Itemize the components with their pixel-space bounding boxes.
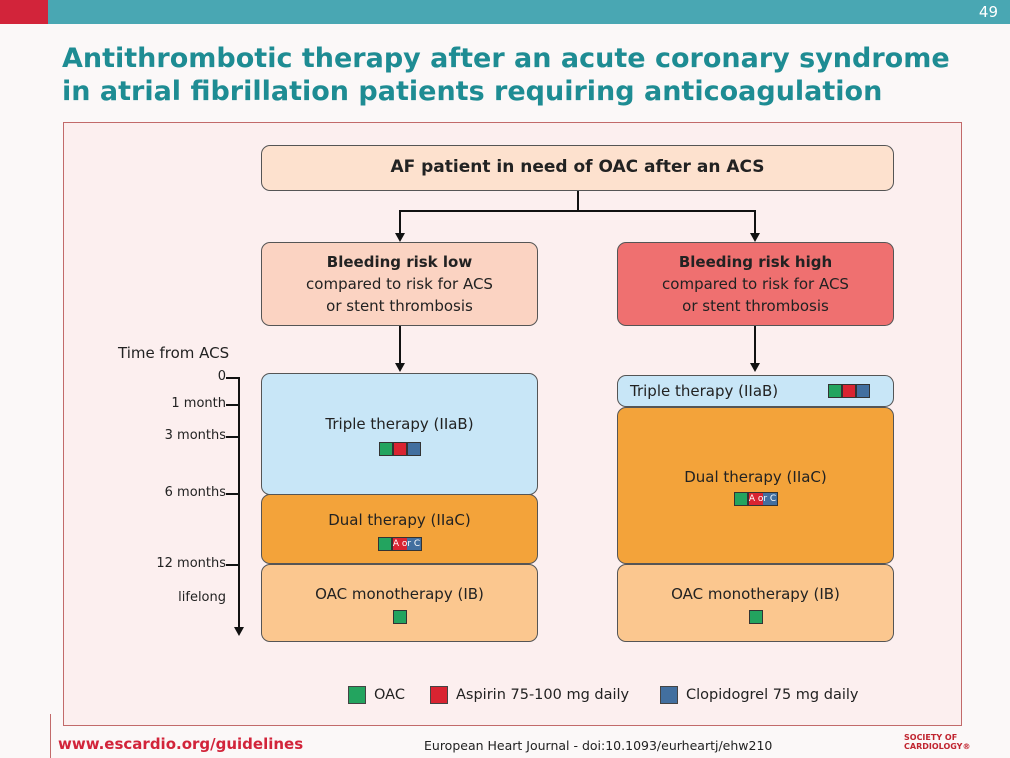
oac-square [378, 442, 393, 456]
connector [754, 326, 756, 364]
connector [754, 210, 756, 234]
left-triple-therapy-box: Triple therapy (IIaB) [261, 373, 538, 495]
title-line-1: Antithrombotic therapy after an acute co… [62, 43, 950, 74]
tick-1-month [226, 404, 238, 406]
oac-square [377, 537, 392, 551]
risk-high-title: Bleeding risk high [678, 253, 833, 271]
arrow-head [750, 363, 760, 372]
clopidogrel-square [856, 384, 870, 398]
tick-label-3-months: 3 months [164, 428, 226, 443]
aspirin-square [392, 442, 407, 456]
logo-line-1: SOCIETY OF [904, 733, 958, 742]
left-oac-monotherapy-label: OAC monotherapy (IB) [315, 585, 484, 603]
arrow-head [395, 233, 405, 242]
aspirin-or-clopidogrel-square: A or C [391, 537, 422, 551]
connector [399, 210, 756, 212]
tick-label-lifelong: lifelong [178, 590, 226, 605]
top-bar-accent [0, 0, 48, 24]
right-triple-therapy-label: Triple therapy (IIaB) [630, 382, 779, 400]
connector [399, 326, 401, 364]
left-oac-monotherapy-box: OAC monotherapy (IB) [261, 564, 538, 642]
right-triple-therapy-drugs [828, 384, 870, 398]
right-dual-therapy-box: Dual therapy (IIaC) A or C [617, 407, 894, 564]
clopidogrel-swatch [660, 686, 678, 704]
title-line-2: in atrial fibrillation patients requirin… [62, 76, 883, 107]
time-axis-title: Time from ACS [118, 344, 230, 362]
connector [399, 210, 401, 234]
arrow-head [750, 233, 760, 242]
right-oac-monotherapy-box: OAC monotherapy (IB) [617, 564, 894, 642]
legend-aspirin: Aspirin 75-100 mg daily [430, 686, 629, 704]
slide-title: Antithrombotic therapy after an acute co… [62, 42, 992, 108]
oac-square [748, 610, 763, 624]
top-box: AF patient in need of OAC after an ACS [261, 145, 894, 191]
oac-square [828, 384, 842, 398]
time-axis-arrow [234, 627, 244, 636]
left-triple-therapy-label: Triple therapy (IIaB) [325, 415, 474, 433]
risk-low-title: Bleeding risk low [326, 253, 473, 271]
tick-0 [226, 377, 238, 379]
right-dual-therapy-drugs: A or C [618, 492, 893, 506]
left-triple-therapy-drugs [262, 442, 537, 456]
left-dual-therapy-label: Dual therapy (IIaC) [328, 511, 471, 529]
top-bar: 49 [0, 0, 1010, 24]
aspirin-swatch [430, 686, 448, 704]
tick-12-months [226, 564, 238, 566]
arrow-head [395, 363, 405, 372]
footer-divider [50, 714, 51, 758]
time-axis-line [238, 377, 240, 627]
aspirin-or-clopidogrel-square: A or C [747, 492, 778, 506]
bleeding-risk-high-box: Bleeding risk high compared to risk for … [617, 242, 894, 326]
tick-label-6-months: 6 months [164, 485, 226, 500]
tick-6-months [226, 493, 238, 495]
left-oac-monotherapy-drugs [262, 610, 537, 624]
risk-high-line-1: compared to risk for ACS [662, 275, 849, 293]
esc-logo: SOCIETY OF CARDIOLOGY® [904, 733, 970, 751]
tick-label-12-months: 12 months [156, 556, 226, 571]
logo-line-2: CARDIOLOGY® [904, 742, 971, 751]
oac-square [392, 610, 407, 624]
tick-label-1-month: 1 month [171, 396, 226, 411]
right-dual-therapy-label: Dual therapy (IIaC) [684, 468, 827, 486]
right-oac-monotherapy-drugs [618, 610, 893, 624]
tick-3-months [226, 436, 238, 438]
legend-oac: OAC [348, 686, 405, 704]
legend-clopidogrel-label: Clopidogrel 75 mg daily [686, 687, 859, 703]
footer-reference: European Heart Journal - doi:10.1093/eur… [424, 738, 773, 753]
legend-oac-label: OAC [374, 687, 405, 703]
page-number: 49 [978, 3, 998, 21]
aspirin-square [842, 384, 856, 398]
risk-low-line-2: or stent thrombosis [326, 297, 473, 315]
right-oac-monotherapy-label: OAC monotherapy (IB) [671, 585, 840, 603]
oac-square [733, 492, 748, 506]
right-triple-therapy-box: Triple therapy (IIaB) [617, 375, 894, 407]
legend-clopidogrel: Clopidogrel 75 mg daily [660, 686, 858, 704]
connector [577, 191, 579, 211]
oac-swatch [348, 686, 366, 704]
risk-low-line-1: compared to risk for ACS [306, 275, 493, 293]
risk-high-line-2: or stent thrombosis [682, 297, 829, 315]
legend-aspirin-label: Aspirin 75-100 mg daily [456, 687, 630, 703]
left-dual-therapy-drugs: A or C [262, 537, 537, 551]
footer-url-link[interactable]: www.escardio.org/guidelines [58, 735, 304, 753]
clopidogrel-square [406, 442, 421, 456]
tick-label-0: 0 [217, 369, 226, 384]
bleeding-risk-low-box: Bleeding risk low compared to risk for A… [261, 242, 538, 326]
left-dual-therapy-box: Dual therapy (IIaC) A or C [261, 494, 538, 564]
